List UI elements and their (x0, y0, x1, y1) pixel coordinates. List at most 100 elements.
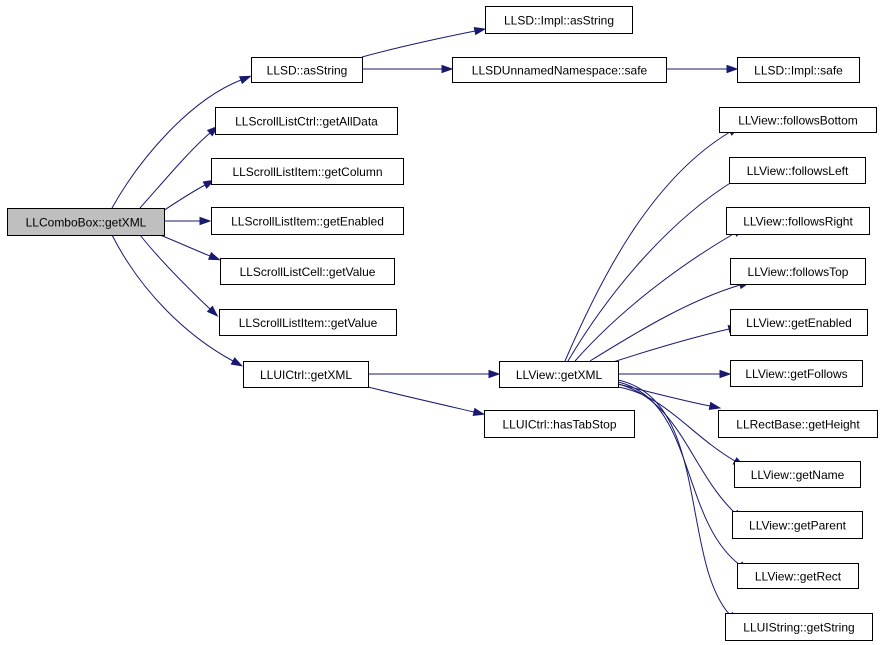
node-box (725, 613, 873, 641)
node-llsd-asstring[interactable]: LLSD::asString (251, 57, 363, 83)
node-label: LLScrollListItem::getColumn (232, 165, 382, 179)
arrowhead-icon (708, 401, 722, 411)
node-uictrl-hastabstop[interactable]: LLUICtrl::hasTabStop (484, 410, 635, 438)
edge-line (617, 383, 711, 407)
node-box (499, 361, 619, 388)
arrowhead-icon (206, 305, 219, 317)
node-box (726, 207, 870, 235)
node-box (484, 410, 635, 438)
arrowhead-icon (230, 357, 244, 367)
node-box (734, 461, 861, 488)
edge-uictrl_getxml-to-uictrl_hastabstop (367, 386, 486, 416)
node-box (730, 258, 866, 285)
node-label: LLUICtrl::getXML (260, 368, 352, 382)
node-label: LLView::getName (751, 468, 845, 482)
node-box (730, 309, 868, 336)
arrowhead-icon (719, 369, 732, 379)
node-box (732, 511, 863, 539)
node-label: LLScrollListItem::getValue (239, 316, 378, 330)
node-box (485, 6, 633, 34)
node-label: LLView::getXML (516, 368, 603, 382)
edges-layer (111, 26, 752, 624)
node-box (737, 563, 859, 589)
node-rect-getheight[interactable]: LLRectBase::getHeight (718, 410, 878, 438)
arrowhead-icon (473, 26, 487, 36)
edge-line (617, 379, 731, 616)
node-sli-getvalue[interactable]: LLScrollListItem::getValue (219, 309, 397, 336)
edge-line (589, 284, 741, 362)
nodes-layer: LLComboBox::getXML LLSD::asString LLSD::Im… (7, 6, 878, 641)
edge-line (564, 131, 731, 362)
node-box (730, 360, 863, 387)
node-root[interactable]: LLComboBox::getXML (7, 208, 165, 236)
node-view-followstop[interactable]: LLView::followsTop (730, 258, 866, 285)
node-label: LLSDUnnamedNamespace::safe (472, 64, 648, 78)
node-slc-getvalue[interactable]: LLScrollListCell::getValue (220, 258, 395, 285)
edge-line (159, 234, 211, 257)
node-label: LLSD::Impl::asString (504, 14, 614, 28)
node-label: LLView::followsTop (748, 265, 849, 279)
node-uistring-getstring[interactable]: LLUIString::getString (725, 613, 873, 641)
arrowhead-icon (441, 64, 454, 74)
node-box (219, 309, 397, 336)
edge-root-to-sli_getcolumn (159, 179, 216, 214)
node-label: LLUIString::getString (743, 621, 854, 635)
edge-line (159, 184, 206, 214)
node-label: LLView::getRect (755, 570, 842, 584)
node-view-getrect[interactable]: LLView::getRect (737, 563, 859, 589)
node-view-getname[interactable]: LLView::getName (734, 461, 861, 488)
edge-line (139, 132, 211, 209)
node-view-getenabled[interactable]: LLView::getEnabled (730, 309, 868, 336)
edge-line (609, 328, 730, 364)
edge-line (617, 383, 736, 514)
node-box (737, 57, 860, 83)
edge-view_getxml-to-view_getparent (617, 383, 744, 521)
node-label: LLScrollListCtrl::getAllData (235, 115, 378, 129)
node-unnamed-safe[interactable]: LLSDUnnamedNamespace::safe (452, 57, 667, 83)
edge-line (139, 234, 211, 310)
edge-llsd_asstring-to-llsd_impl_asstring (361, 26, 487, 58)
node-view-followsleft[interactable]: LLView::followsLeft (729, 157, 866, 184)
edge-root-to-sli_getenabled (164, 216, 212, 226)
node-sli-getenabled[interactable]: LLScrollListItem::getEnabled (211, 207, 404, 235)
edge-line (111, 234, 234, 362)
arrowhead-icon (207, 251, 221, 261)
arrowhead-icon (238, 75, 252, 85)
node-view-followsbottom[interactable]: LLView::followsBottom (719, 107, 877, 133)
arrowhead-icon (472, 407, 486, 416)
edge-view_getxml-to-view_getfollows (618, 369, 732, 379)
edge-root-to-slc_getvalue (159, 234, 221, 261)
node-label: LLUICtrl::hasTabStop (502, 418, 616, 432)
node-view-getxml[interactable]: LLView::getXML (499, 361, 619, 388)
node-label: LLScrollListItem::getEnabled (231, 215, 384, 229)
node-view-followsright[interactable]: LLView::followsRight (726, 207, 870, 235)
node-view-getparent[interactable]: LLView::getParent (732, 511, 863, 539)
edge-line (617, 381, 741, 566)
node-sli-getcolumn[interactable]: LLScrollListItem::getColumn (211, 158, 404, 185)
edge-view_getxml-to-rect_getheight (617, 383, 722, 411)
node-label: LLSD::asString (267, 64, 348, 78)
edge-line (361, 30, 476, 58)
edge-view_getxml-to-view_followsleft (567, 173, 745, 362)
node-view-getfollows[interactable]: LLView::getFollows (730, 360, 863, 387)
edge-llsd_asstring-to-unnamed_safe (362, 64, 454, 74)
node-uictrl-getxml[interactable]: LLUICtrl::getXML (243, 361, 369, 388)
node-label: LLSD::Impl::safe (754, 64, 843, 78)
node-box (7, 208, 165, 236)
node-llsd-impl-asstring[interactable]: LLSD::Impl::asString (485, 6, 633, 34)
node-label: LLView::followsBottom (738, 114, 858, 128)
node-llsd-impl-safe[interactable]: LLSD::Impl::safe (737, 57, 860, 83)
edge-line (367, 386, 475, 413)
node-box (251, 57, 363, 83)
edge-uictrl_getxml-to-view_getxml (368, 369, 501, 379)
node-sl-getalldata[interactable]: LLScrollListCtrl::getAllData (215, 107, 398, 135)
edge-line (574, 232, 736, 362)
node-box (452, 57, 667, 83)
edge-root-to-llsd_asstring (111, 75, 252, 209)
node-box (243, 361, 369, 388)
node-box (211, 158, 404, 185)
node-label: LLView::followsRight (743, 215, 853, 229)
edge-view_getxml-to-view_followsright (574, 227, 745, 362)
node-box (211, 207, 404, 235)
